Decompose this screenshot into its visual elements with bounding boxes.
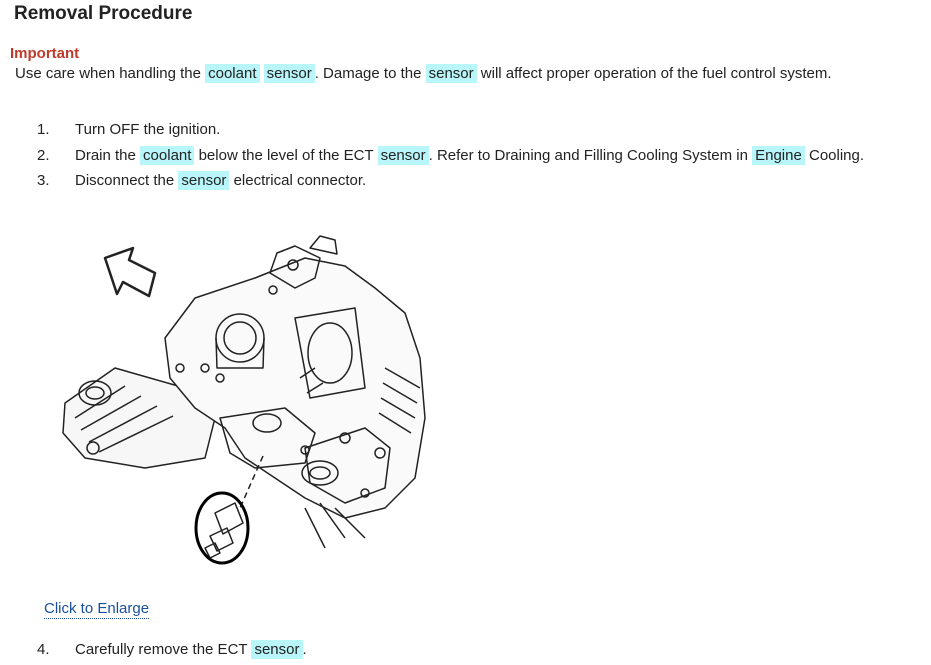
click-to-enlarge-link[interactable]: Click to Enlarge <box>44 600 150 619</box>
text-segment: Disconnect the <box>75 172 179 189</box>
highlighted-term: coolant <box>140 146 195 165</box>
page-title: Removal Procedure <box>14 3 193 24</box>
text-segment: Turn OFF the ignition. <box>75 121 221 138</box>
step-text: Turn OFF the ignition. <box>75 120 220 140</box>
highlighted-term: sensor <box>251 640 303 659</box>
highlighted-term: coolant <box>205 64 260 83</box>
text-segment: . Refer to Draining and Filling Cooling … <box>428 147 753 164</box>
text-segment: electrical connector. <box>229 172 367 189</box>
step-text: Carefully remove the ECT sensor. <box>75 640 307 660</box>
text-segment: Drain the <box>75 147 141 164</box>
step-number: 2. <box>37 147 50 164</box>
highlighted-term: sensor <box>178 171 230 190</box>
step-number: 3. <box>37 172 50 189</box>
text-segment: will affect proper operation of the fuel… <box>476 65 832 82</box>
text-segment: below the level of the ECT <box>194 147 378 164</box>
highlighted-term: Engine <box>752 146 805 165</box>
engine-sensor-diagram-icon[interactable] <box>45 218 445 583</box>
text-segment: Cooling. <box>804 147 865 164</box>
important-label: Important <box>10 45 80 62</box>
highlighted-term: sensor <box>425 64 477 83</box>
text-segment: Carefully remove the ECT <box>75 641 252 658</box>
important-text: Use care when handling the coolant senso… <box>15 64 832 84</box>
text-segment: . Damage to the <box>314 65 426 82</box>
step-number: 1. <box>37 121 50 138</box>
step-text: Disconnect the sensor electrical connect… <box>75 171 366 191</box>
step-number: 4. <box>37 641 50 658</box>
step-text: Drain the coolant below the level of the… <box>75 146 864 166</box>
text-segment: . <box>302 641 307 658</box>
highlighted-term: sensor <box>377 146 429 165</box>
text-segment: Use care when handling the <box>15 65 206 82</box>
highlighted-term: sensor <box>263 64 315 83</box>
